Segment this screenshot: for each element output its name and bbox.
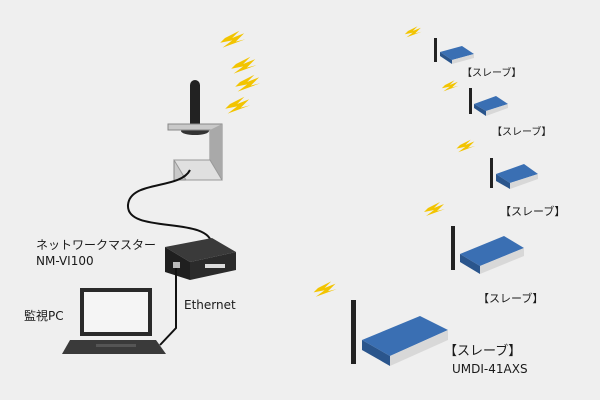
wireless-slave-device-icon — [313, 26, 538, 366]
master-model-label: NM-VI100 — [36, 254, 94, 268]
router-icon — [165, 238, 236, 280]
slave-label-2: 【スレーブ】 — [492, 127, 552, 138]
lightning-icon — [220, 30, 261, 114]
ethernet-cable — [159, 268, 177, 346]
laptop-icon — [62, 288, 166, 354]
slave-label-1: 【スレーブ】 — [462, 68, 522, 79]
slave-model-label: UMDI-41AXS — [452, 362, 528, 376]
antenna-icon — [167, 80, 223, 181]
monitor-pc-label: 監視PC — [24, 309, 64, 323]
network-master-label: ネットワークマスター — [36, 238, 157, 252]
slave-label-3: 【スレーブ】 — [500, 205, 566, 218]
slave-label-4: 【スレーブ】 — [478, 292, 544, 305]
antenna-cable — [126, 169, 213, 246]
ethernet-label: Ethernet — [184, 298, 236, 312]
slave-label-5: 【スレーブ】 — [444, 344, 522, 359]
